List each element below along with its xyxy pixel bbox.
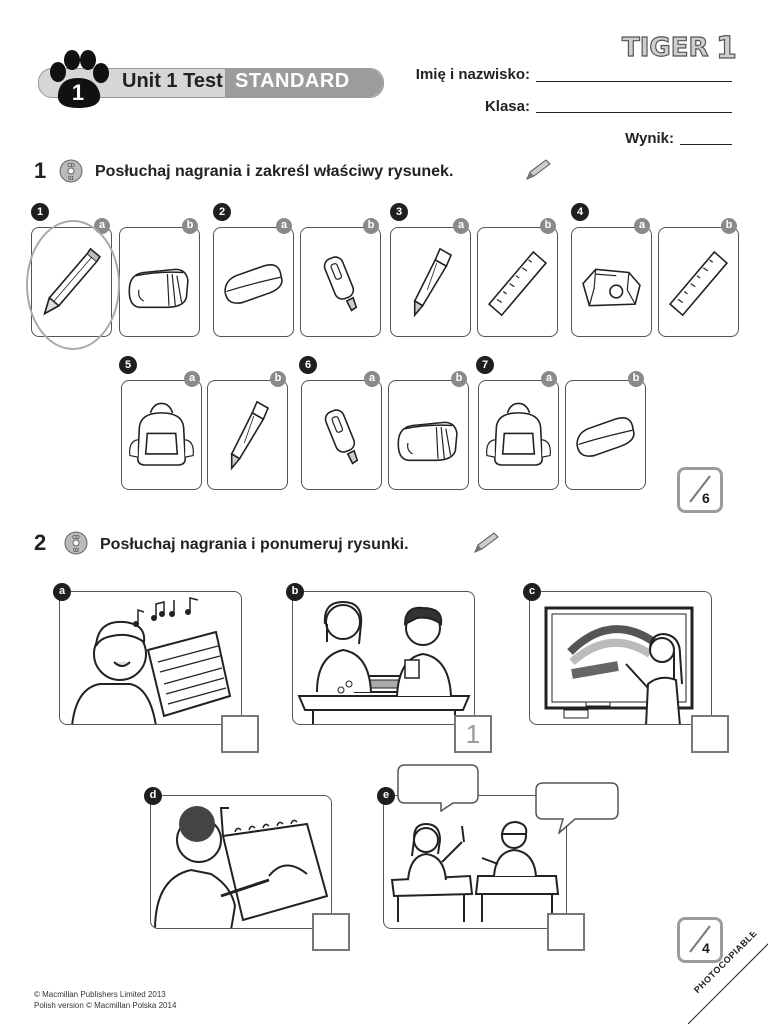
item-7-option-b[interactable]	[565, 380, 646, 490]
item-4-letter-a: a	[634, 218, 650, 234]
item-4-number: 4	[571, 203, 589, 221]
item-5-option-a[interactable]	[121, 380, 202, 490]
item-4-option-b[interactable]	[658, 227, 739, 337]
exercise-2-score-box[interactable]: 4	[677, 917, 723, 963]
item-6-option-b[interactable]	[388, 380, 469, 490]
cd-icon: CD 01	[59, 159, 83, 183]
item-4-letter-b: b	[721, 218, 737, 234]
item-6-letter-b: b	[451, 371, 467, 387]
pencil-icon	[524, 158, 552, 182]
unit-level: STANDARD	[235, 70, 350, 92]
copyright-line-2: Polish version © Macmillan Polska 2014	[34, 1001, 177, 1010]
picture-b-answer: 1	[465, 719, 481, 749]
item-3-letter-b: b	[540, 218, 556, 234]
picture-b-letter: b	[286, 583, 304, 601]
cd-label: CD	[67, 163, 75, 169]
speech-bubble-right[interactable]	[535, 782, 619, 836]
ruler-icon	[488, 251, 547, 316]
item-3-number: 3	[390, 203, 408, 221]
cd-icon: CD 02	[64, 531, 88, 555]
schoolbag-icon	[485, 402, 552, 466]
rubber-icon	[224, 263, 283, 304]
cd-track: 02	[73, 548, 79, 554]
exercise-2-instruction: Posłuchaj nagrania i ponumeruj rysunki.	[100, 536, 409, 553]
pen-icon	[230, 401, 269, 469]
unit-title: Unit 1 Test	[122, 70, 223, 92]
picture-c-answer-box[interactable]	[691, 715, 729, 753]
item-6-option-a[interactable]	[301, 380, 382, 490]
picture-a	[59, 591, 242, 725]
picture-a-answer-box[interactable]	[221, 715, 259, 753]
item-7-number: 7	[476, 356, 494, 374]
logo-number: 1	[716, 31, 737, 66]
cd-track: 01	[68, 176, 74, 182]
logo-word: TIGER	[622, 33, 709, 63]
pencil-case-icon	[397, 421, 458, 462]
exercise-1-instruction: Posłuchaj nagrania i zakreśl właściwy ry…	[95, 163, 454, 180]
item-7-letter-a: a	[541, 371, 557, 387]
score-field[interactable]	[680, 143, 732, 145]
pencil-icon	[472, 531, 500, 555]
picture-b	[292, 591, 475, 725]
cd-label: CD	[72, 535, 80, 541]
item-4-option-a[interactable]	[571, 227, 652, 337]
item-3-letter-a: a	[453, 218, 469, 234]
tiger-logo: TIGER 1	[600, 26, 740, 66]
picture-c-letter: c	[523, 583, 541, 601]
pen-icon	[413, 248, 452, 316]
picture-d-letter: d	[144, 787, 162, 805]
sharpener-icon	[582, 268, 641, 307]
schoolbag-icon	[128, 402, 195, 466]
felt-tip-pen-icon	[322, 406, 359, 465]
item-6-number: 6	[299, 356, 317, 374]
photocopiable-corner: PHOTOCOPIABLE	[688, 932, 768, 1024]
class-field[interactable]	[536, 111, 732, 113]
item-2-option-a[interactable]	[213, 227, 294, 337]
picture-e-letter: e	[377, 787, 395, 805]
exercise-2-number: 2	[34, 530, 47, 555]
exercise-1-score-total: 6	[702, 490, 710, 506]
item-2-letter-a: a	[276, 218, 292, 234]
felt-tip-pen-icon	[321, 253, 358, 312]
copyright-line-1: © Macmillan Publishers Limited 2013	[34, 990, 166, 999]
item-1-option-b[interactable]	[119, 227, 200, 337]
item-5-option-b[interactable]	[207, 380, 288, 490]
ruler-icon	[669, 251, 728, 316]
exercise-1-number: 1	[34, 158, 47, 183]
item-3-option-a[interactable]	[390, 227, 471, 337]
item-7-option-a[interactable]	[478, 380, 559, 490]
item-6-letter-a: a	[364, 371, 380, 387]
picture-d	[150, 795, 332, 929]
exercise-1-score-box[interactable]: 6	[677, 467, 723, 513]
item-2-letter-b: b	[363, 218, 379, 234]
exercise-2-score-total: 4	[702, 940, 710, 956]
picture-a-letter: a	[53, 583, 71, 601]
item-2-number: 2	[213, 203, 231, 221]
score-label: Wynik:	[625, 130, 674, 147]
name-label: Imię i nazwisko:	[415, 66, 530, 83]
name-field[interactable]	[536, 80, 732, 82]
pencil-case-icon	[128, 268, 189, 309]
picture-e-answer-box[interactable]	[547, 913, 585, 951]
item-2-option-b[interactable]	[300, 227, 381, 337]
item-5-letter-a: a	[184, 371, 200, 387]
item-1-number: 1	[31, 203, 49, 221]
item-5-number: 5	[119, 356, 137, 374]
item-1-letter-b: b	[182, 218, 198, 234]
picture-d-answer-box[interactable]	[312, 913, 350, 951]
item-7-letter-b: b	[628, 371, 644, 387]
item-5-letter-b: b	[270, 371, 286, 387]
rubber-icon	[576, 416, 635, 457]
paw-icon	[44, 48, 112, 110]
speech-bubble-left[interactable]	[397, 764, 479, 813]
picture-c	[529, 591, 712, 725]
picture-e	[383, 795, 567, 929]
unit-number: 1	[71, 80, 85, 105]
picture-b-answer-box[interactable]: 1	[454, 715, 492, 753]
class-label: Klasa:	[484, 98, 530, 115]
example-answer-circle	[26, 220, 120, 350]
item-3-option-b[interactable]	[477, 227, 558, 337]
